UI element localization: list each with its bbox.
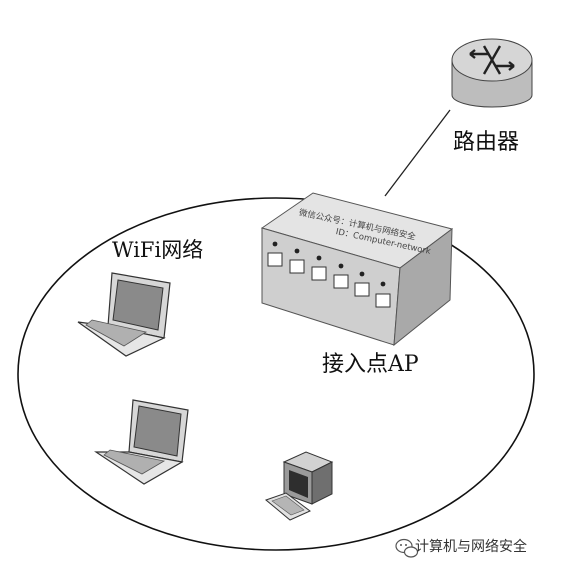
wifi-network-label: WiFi网络 bbox=[112, 238, 204, 262]
watermark: 计算机与网络安全 bbox=[415, 536, 527, 556]
router-ap-link bbox=[384, 109, 451, 197]
laptop-icon bbox=[94, 399, 189, 485]
laptop-icon bbox=[77, 272, 171, 357]
desktop-computer-icon bbox=[265, 451, 334, 521]
access-point-device bbox=[260, 192, 454, 347]
router-icon bbox=[451, 38, 533, 108]
router-label: 路由器 bbox=[453, 130, 520, 155]
ap-ports bbox=[267, 252, 391, 308]
wifi-coverage-ellipse bbox=[17, 197, 535, 551]
wechat-icon bbox=[395, 538, 419, 558]
watermark-text: 计算机与网络安全 bbox=[415, 539, 527, 555]
ap-leds bbox=[272, 241, 386, 287]
access-point-label: 接入点AP bbox=[322, 352, 419, 377]
